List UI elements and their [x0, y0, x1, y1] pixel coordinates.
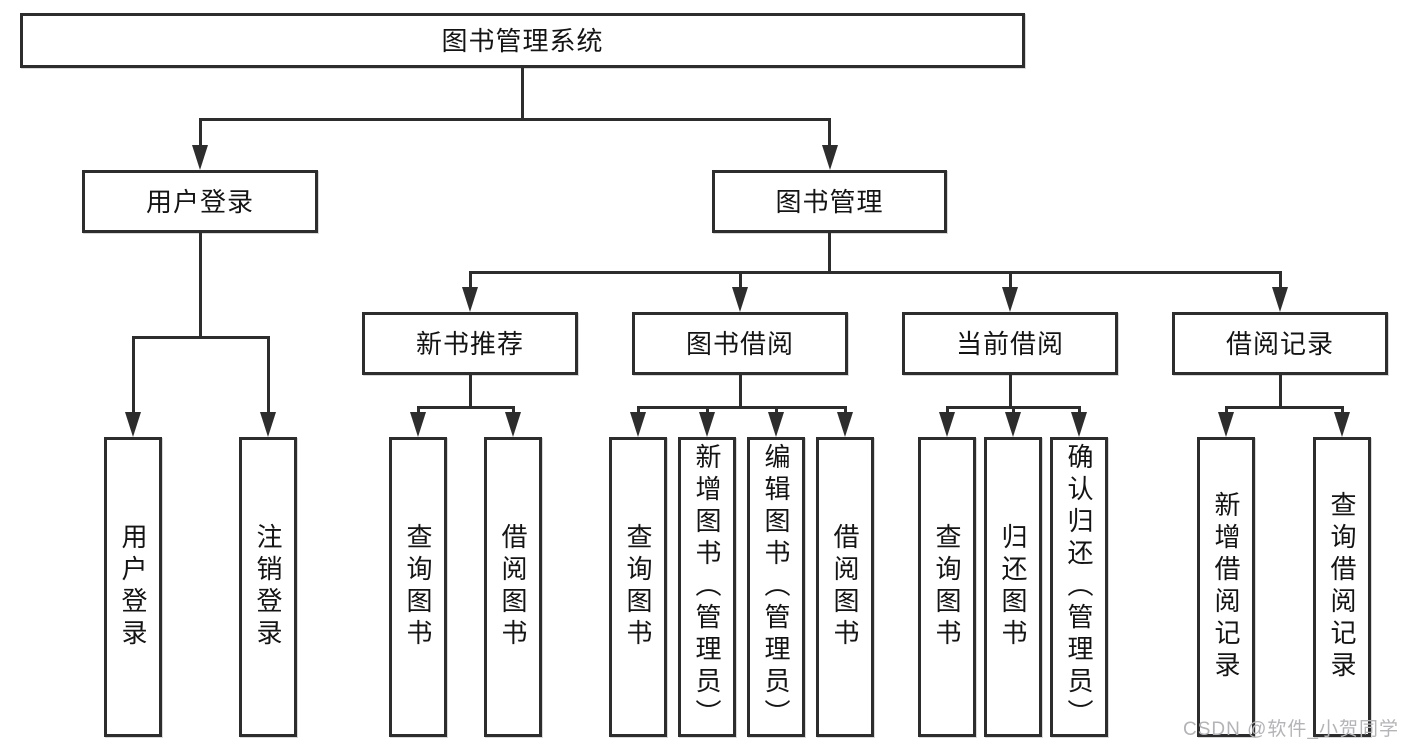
node-leaf-return-book: 归还图书	[984, 437, 1042, 737]
connector-arrowhead	[1272, 287, 1288, 312]
node-label-leaf-add-book: 新增图书（管理员）	[692, 443, 722, 731]
node-label-leaf-borrow-book-1: 借阅图书	[498, 523, 528, 651]
node-book-mgmt: 图书管理	[712, 170, 947, 233]
connector-line	[1008, 373, 1012, 409]
connector-line	[131, 336, 270, 339]
node-label-root: 图书管理系统	[441, 25, 604, 56]
connector-line	[1224, 406, 1344, 409]
connector-line	[416, 406, 515, 409]
connector-line	[521, 66, 524, 121]
connector-line	[1278, 373, 1282, 409]
connector-line	[843, 406, 847, 414]
connector-line	[1077, 406, 1081, 414]
connector-line	[198, 118, 831, 121]
node-label-leaf-edit-book: 编辑图书（管理员）	[761, 443, 791, 731]
node-leaf-logout: 注销登录	[239, 437, 297, 737]
node-label-leaf-query-book-1: 查询图书	[403, 523, 433, 651]
connector-line	[416, 406, 420, 414]
node-label-leaf-add-borrow-rec: 新增借阅记录	[1211, 491, 1241, 683]
connector-line	[1008, 271, 1012, 289]
connector-line	[774, 406, 778, 414]
node-label-user-login: 用户登录	[145, 186, 254, 217]
connector-arrowhead	[1218, 412, 1234, 437]
node-leaf-edit-book: 编辑图书（管理员）	[747, 437, 805, 737]
connector-line	[468, 373, 472, 409]
connector-line	[828, 231, 831, 274]
node-leaf-query-book-3: 查询图书	[918, 437, 976, 737]
connector-arrowhead	[837, 412, 853, 437]
connector-line	[1278, 271, 1282, 289]
node-borrow-records: 借阅记录	[1172, 312, 1388, 375]
node-leaf-query-borrow-rec: 查询借阅记录	[1313, 437, 1371, 737]
connector-arrowhead	[192, 145, 208, 170]
node-label-leaf-borrow-book-2: 借阅图书	[830, 523, 860, 651]
node-leaf-confirm-return: 确认归还（管理员）	[1050, 437, 1108, 737]
node-label-book-mgmt: 图书管理	[775, 186, 884, 217]
node-leaf-add-borrow-rec: 新增借阅记录	[1197, 437, 1255, 737]
connector-line	[468, 271, 1282, 274]
node-label-leaf-query-borrow-rec: 查询借阅记录	[1327, 491, 1357, 683]
connector-line	[511, 406, 515, 414]
connector-line	[266, 336, 270, 414]
node-new-book-rec: 新书推荐	[362, 312, 578, 375]
node-user-login: 用户登录	[82, 170, 318, 233]
connector-line	[198, 118, 202, 147]
node-leaf-query-book-1: 查询图书	[389, 437, 447, 737]
connector-line	[1224, 406, 1228, 414]
node-label-leaf-query-book-3: 查询图书	[932, 523, 962, 651]
connector-arrowhead	[732, 287, 748, 312]
node-current-borrow: 当前借阅	[902, 312, 1118, 375]
node-leaf-borrow-book-1: 借阅图书	[484, 437, 542, 737]
node-leaf-add-book: 新增图书（管理员）	[678, 437, 736, 737]
node-label-current-borrow: 当前借阅	[955, 328, 1064, 359]
connector-arrowhead	[505, 412, 521, 437]
connector-line	[468, 271, 472, 289]
connector-line	[738, 373, 742, 409]
connector-line	[945, 406, 949, 414]
node-label-new-book-rec: 新书推荐	[415, 328, 524, 359]
node-label-leaf-confirm-return: 确认归还（管理员）	[1064, 443, 1094, 731]
connector-arrowhead	[821, 145, 838, 170]
connector-line	[738, 271, 742, 289]
connector-line	[1340, 406, 1344, 414]
connector-arrowhead	[630, 412, 646, 437]
connector-line	[705, 406, 709, 414]
connector-arrowhead	[768, 412, 784, 437]
connector-line	[828, 118, 831, 147]
node-leaf-borrow-book-2: 借阅图书	[816, 437, 874, 737]
node-label-leaf-return-book: 归还图书	[998, 523, 1028, 651]
connector-arrowhead	[125, 412, 141, 437]
watermark: CSDN @软件_小贺同学	[1183, 719, 1399, 740]
node-label-book-borrow: 图书借阅	[685, 328, 794, 359]
connector-line	[131, 336, 135, 414]
connector-arrowhead	[1002, 287, 1018, 312]
connector-arrowhead	[462, 287, 478, 312]
connector-arrowhead	[410, 412, 426, 437]
node-label-leaf-query-book-2: 查询图书	[623, 523, 653, 651]
node-label-borrow-records: 借阅记录	[1225, 328, 1334, 359]
connector-arrowhead	[1005, 412, 1021, 437]
connector-arrowhead	[1071, 412, 1087, 437]
connector-line	[636, 406, 640, 414]
node-book-borrow: 图书借阅	[632, 312, 848, 375]
node-leaf-user-login: 用户登录	[104, 437, 162, 737]
node-label-leaf-logout: 注销登录	[253, 523, 283, 651]
node-root: 图书管理系统	[20, 13, 1025, 68]
connector-line	[636, 406, 847, 409]
connector-arrowhead	[699, 412, 715, 437]
connector-arrowhead	[260, 412, 276, 437]
connector-line	[198, 231, 202, 339]
connector-arrowhead	[939, 412, 955, 437]
node-label-leaf-user-login: 用户登录	[118, 523, 148, 651]
node-leaf-query-book-2: 查询图书	[609, 437, 667, 737]
connector-arrowhead	[1334, 412, 1350, 437]
connector-line	[1011, 406, 1015, 414]
